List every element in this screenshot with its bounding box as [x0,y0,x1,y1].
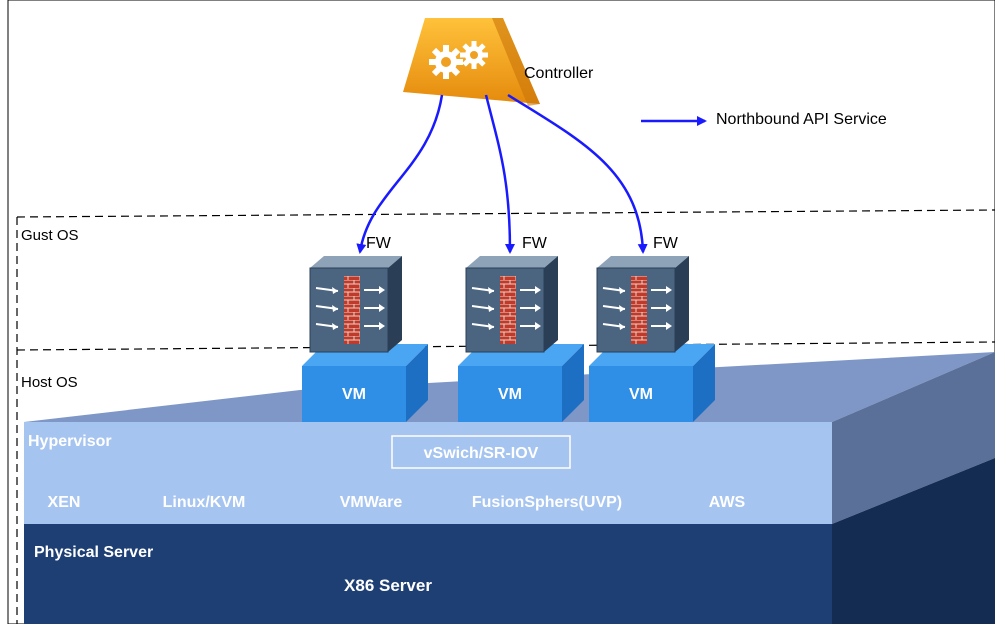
vm-side-face [562,344,584,422]
vm-nodes: VM FW VM FW VM FW [302,235,715,422]
guest-os-boundary [16,209,995,218]
fw-label: FW [653,235,679,252]
firewall-icon [465,256,558,353]
vm-node-2: VM FW [458,235,584,422]
vm-side-face [693,344,715,422]
firewall-icon [309,256,402,353]
hypervisor-item-aws: AWS [709,494,746,511]
api-arrow-1 [356,94,444,254]
physical-server-subtitle: X86 Server [344,576,432,595]
vm-front-face [589,366,693,422]
vm-label: VM [629,386,653,403]
vm-front-face [302,366,406,422]
vm-label: VM [342,386,366,403]
hypervisor-item-fusionsphere: FusionSphers(UVP) [472,494,622,511]
guest-os-label: Gust OS [21,227,79,244]
vm-front-face [458,366,562,422]
physical-side-face [832,458,995,624]
controller-label: Controller [524,65,594,82]
fw-label: FW [522,235,548,252]
physical-server-front [24,524,832,624]
vswitch-label: vSwich/SR-IOV [424,445,539,462]
host-os-label: Host OS [21,374,78,391]
hypervisor-item-xen: XEN [48,494,81,511]
hypervisor-title: Hypervisor [28,433,112,450]
fw-label: FW [366,235,392,252]
outer-frame [7,0,995,624]
hypervisor-front [24,422,832,524]
vm-node-3: VM FW [589,235,715,422]
api-arrow-3 [507,93,648,254]
host-os-boundary [16,341,995,351]
physical-server-title: Physical Server [34,544,153,561]
vm-side-face [406,344,428,422]
vswitch-box [391,435,571,469]
legend-label: Northbound API Service [716,111,887,128]
firewall-icon [596,256,689,353]
hypervisor-item-kvm: Linux/KVM [163,494,246,511]
vm-node-1: VM FW [302,235,428,422]
vm-label: VM [498,386,522,403]
hypervisor-side-face [832,352,995,524]
controller-gears-icon [403,18,540,106]
api-arrow-2 [484,94,515,254]
hypervisor-item-vmware: VMWare [340,494,403,511]
